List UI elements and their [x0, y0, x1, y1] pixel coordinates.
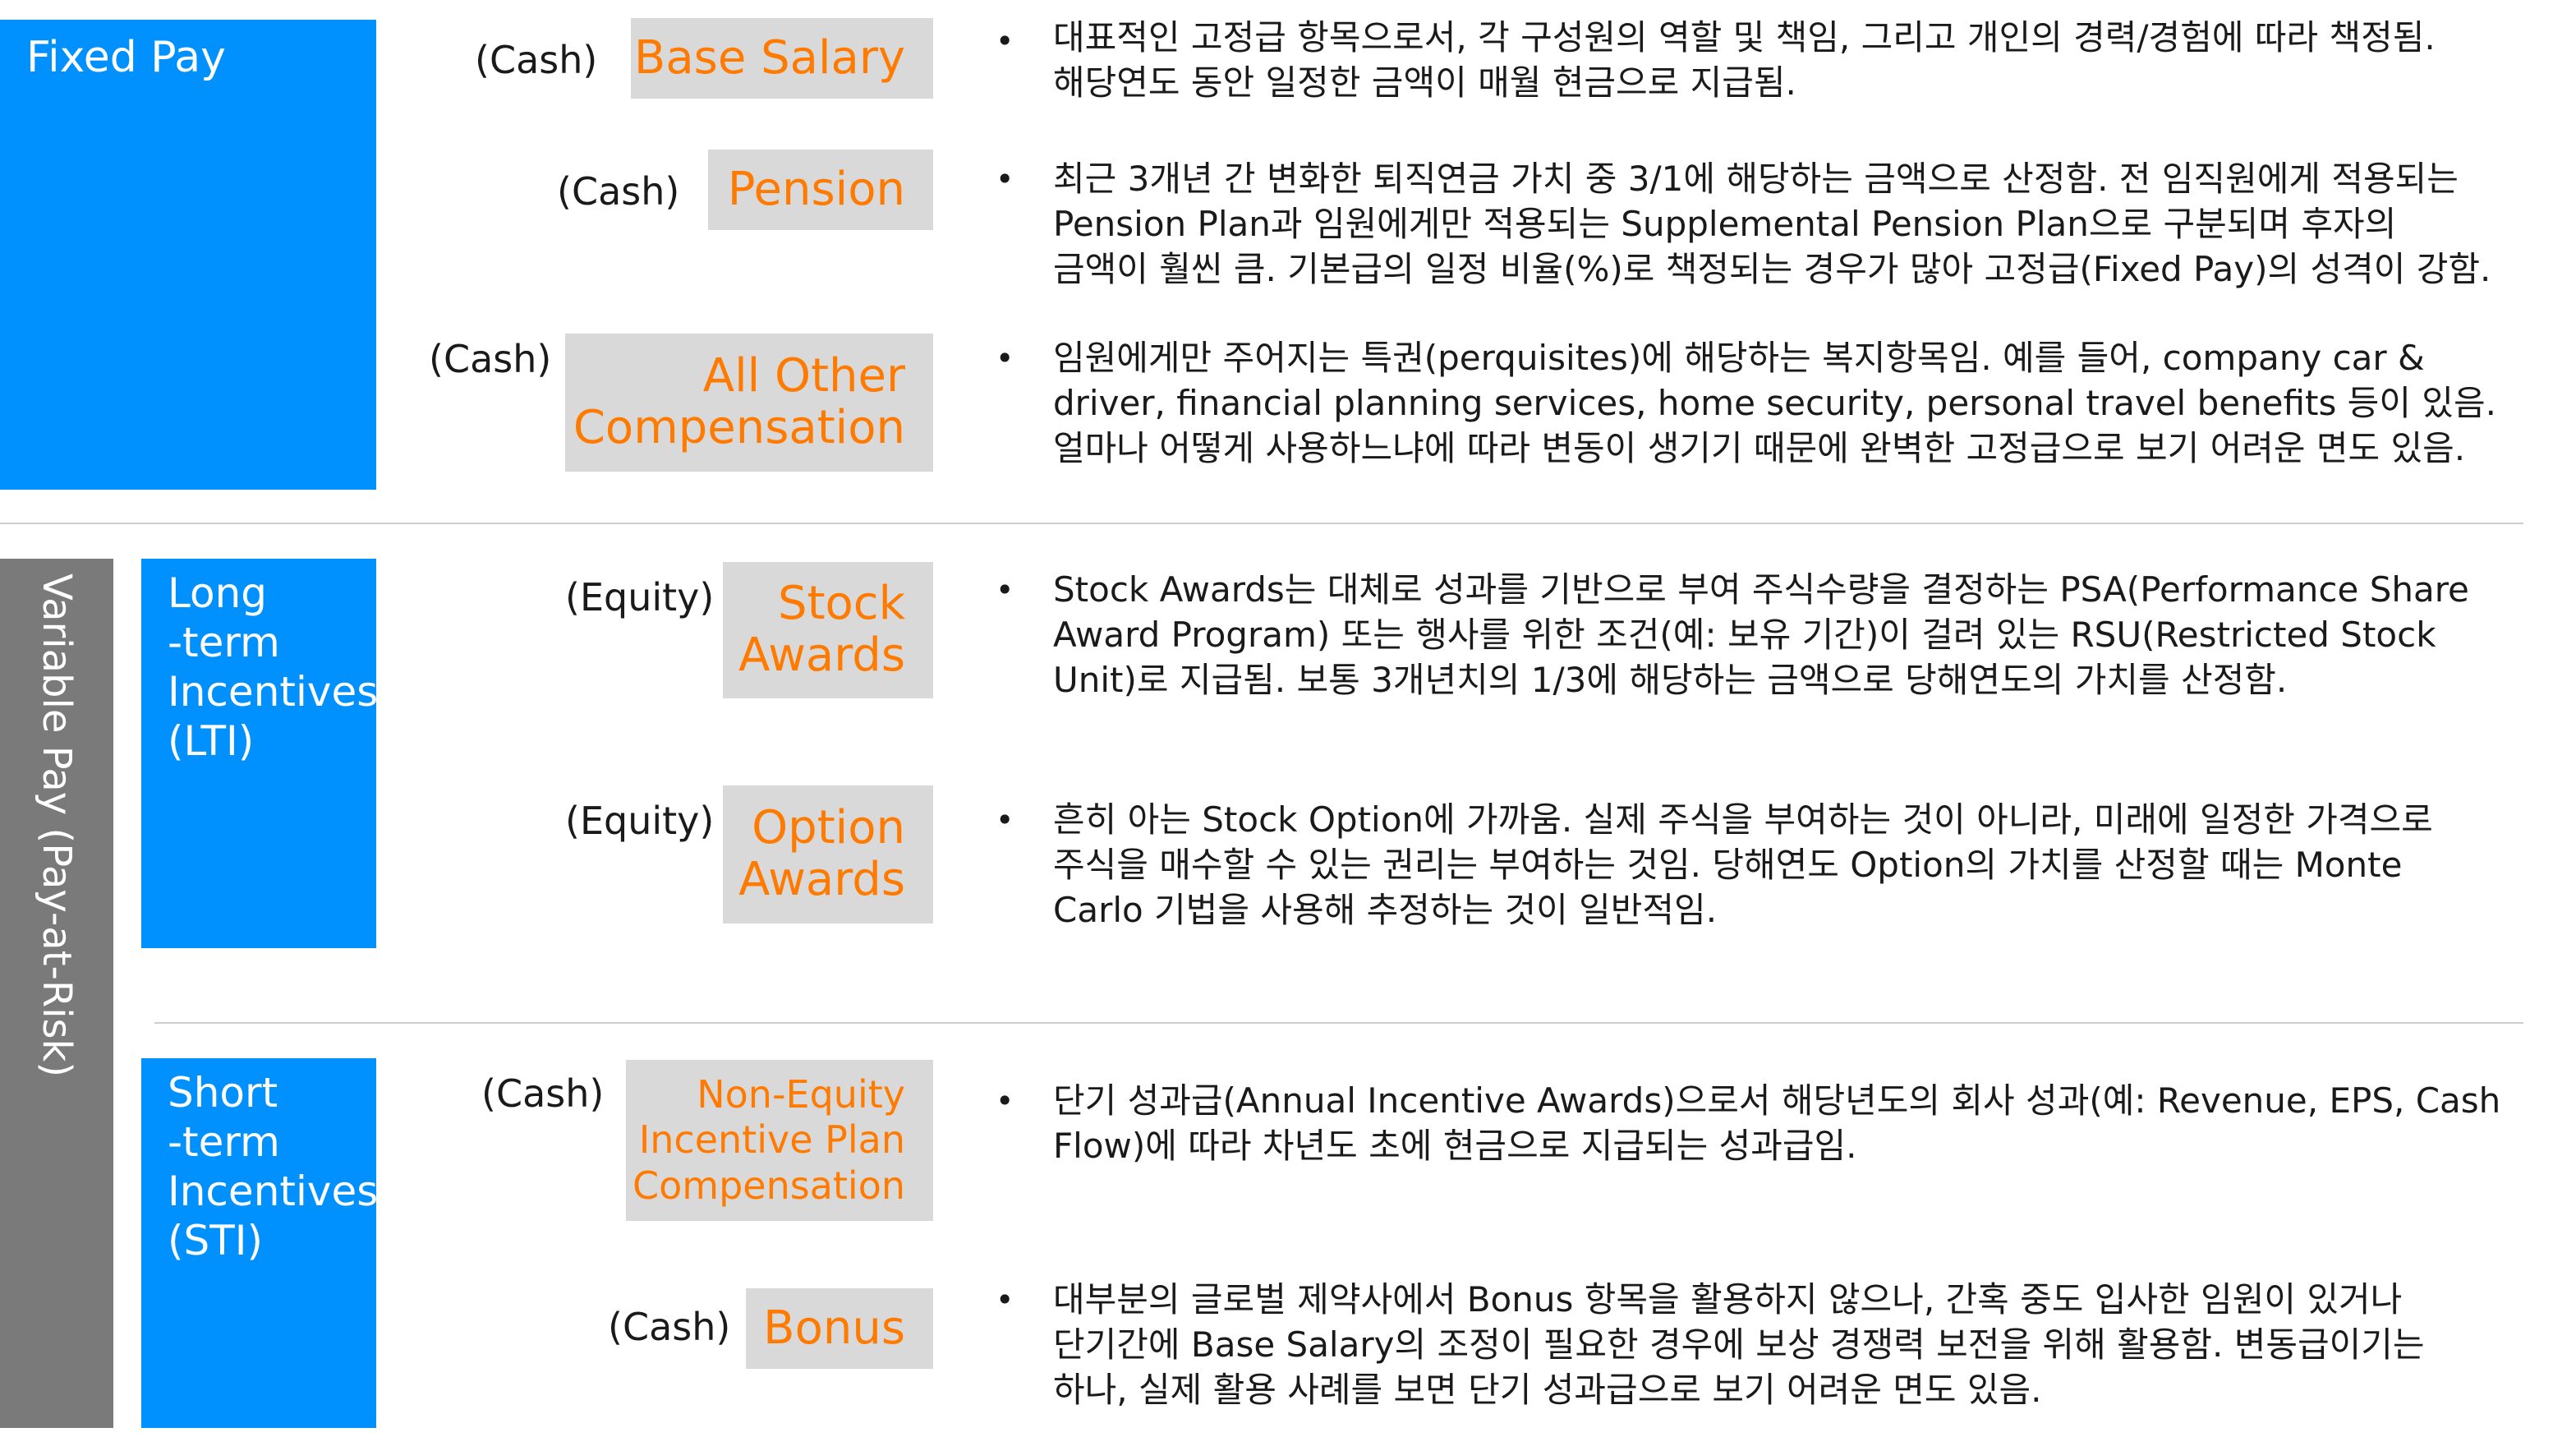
description-line: 대부분의 글로벌 제약사에서 Bonus 항목을 활용하지 않으나, 간혹 중도…	[1053, 1279, 2403, 1320]
description-line: 대표적인 고정급 항목으로서, 각 구성원의 역할 및 책임, 그리고 개인의 …	[1053, 17, 2436, 58]
description-line: Stock Awards는 대체로 성과를 기반으로 부여 주식수량을 결정하는…	[1053, 569, 2469, 610]
component-label: Compensation	[573, 401, 905, 454]
type-label-cash: (Cash)	[608, 1305, 731, 1349]
description-line: 주식을 매수할 수 있는 권리는 부여하는 것임. 당해연도 Option의 가…	[1053, 845, 2403, 885]
component-pension: Pension	[708, 150, 933, 230]
description-all-other-compensation: 임원에게만 주어지는 특권(perquisites)에 해당하는 복지항목임. …	[1053, 335, 2496, 471]
component-label: All Other	[702, 349, 905, 403]
fixed-pay-title: Fixed Pay	[26, 33, 226, 82]
component-stock-awards: Stock Awards	[723, 562, 933, 698]
type-label-equity: (Equity)	[565, 799, 715, 843]
variable-pay-block: Variable Pay (Pay-at-Risk)	[0, 559, 113, 1428]
type-label-cash: (Cash)	[429, 337, 552, 381]
bullet: •	[996, 802, 1014, 838]
lti-block: Long -term Incentives (LTI)	[141, 559, 379, 948]
lti-title-line: Long	[168, 569, 267, 617]
section-divider	[0, 523, 2523, 524]
sti-title-line: (STI)	[168, 1217, 264, 1264]
description-line: 최근 3개년 간 변화한 퇴직연금 가치 중 3/1에 해당하는 금액으로 산정…	[1053, 159, 2459, 199]
bullet: •	[996, 23, 1014, 59]
description-line: 해당연도 동안 일정한 금액이 매월 현금으로 지급됨.	[1053, 62, 1796, 103]
bullet: •	[996, 1282, 1014, 1318]
component-label: Awards	[738, 853, 905, 906]
component-bonus: Bonus	[746, 1288, 933, 1369]
component-label: Non-Equity	[697, 1072, 905, 1117]
type-label-equity: (Equity)	[565, 575, 715, 619]
type-label-cash: (Cash)	[481, 1071, 605, 1116]
lti-title-line: Incentives	[168, 668, 379, 716]
lti-title-line: (LTI)	[168, 717, 255, 765]
sti-title-line: Short	[168, 1069, 278, 1117]
description-pension: 최근 3개년 간 변화한 퇴직연금 가치 중 3/1에 해당하는 금액으로 산정…	[1053, 156, 2491, 292]
description-base-salary: 대표적인 고정급 항목으로서, 각 구성원의 역할 및 책임, 그리고 개인의 …	[1053, 15, 2436, 105]
description-line: driver, financial planning services, hom…	[1053, 383, 2496, 423]
component-label: Compensation	[632, 1163, 905, 1208]
description-line: 임원에게만 주어지는 특권(perquisites)에 해당하는 복지항목임. …	[1053, 338, 2425, 378]
description-line: Carlo 기법을 사용해 추정하는 것이 일반적임.	[1053, 890, 1718, 930]
description-non-equity-incentive-plan: 단기 성과급(Annual Incentive Awards)으로서 해당년도의…	[1053, 1078, 2500, 1168]
sti-title-line: -term	[168, 1118, 280, 1166]
component-label: Incentive Plan	[638, 1117, 905, 1163]
description-line: 흔히 아는 Stock Option에 가까움. 실제 주식을 부여하는 것이 …	[1053, 799, 2433, 840]
lti-title-line: -term	[168, 619, 280, 666]
component-label: Bonus	[763, 1301, 905, 1355]
component-label: Stock	[778, 577, 905, 631]
description-stock-awards: Stock Awards는 대체로 성과를 기반으로 부여 주식수량을 결정하는…	[1053, 567, 2469, 702]
type-label-cash: (Cash)	[557, 169, 680, 214]
description-line: Unit)로 지급됨. 보통 3개년치의 1/3에 해당하는 금액으로 당해연도…	[1053, 660, 2288, 700]
description-line: Pension Plan과 임원에게만 적용되는 Supplemental Pe…	[1053, 204, 2397, 244]
component-label: Awards	[738, 629, 905, 682]
description-line: 금액이 훨씬 큼. 기본급의 일정 비율(%)로 책정되는 경우가 많아 고정급…	[1053, 249, 2491, 289]
component-label: Option	[752, 801, 905, 855]
component-label: Base Salary	[633, 30, 905, 85]
component-all-other-compensation: All Other Compensation	[565, 334, 933, 472]
sti-block: Short -term Incentives (STI)	[141, 1058, 379, 1428]
description-option-awards: 흔히 아는 Stock Option에 가까움. 실제 주식을 부여하는 것이 …	[1053, 797, 2433, 933]
description-line: 단기간에 Base Salary의 조정이 필요한 경우에 보상 경쟁력 보전을…	[1053, 1324, 2425, 1365]
type-label-cash: (Cash)	[475, 38, 598, 82]
bullet: •	[996, 572, 1014, 608]
bullet: •	[996, 1083, 1014, 1119]
description-line: Flow)에 따라 차년도 초에 현금으로 지급되는 성과급임.	[1053, 1126, 1857, 1166]
description-line: 얼마나 어떻게 사용하느냐에 따라 변동이 생기기 때문에 완벽한 고정급으로 …	[1053, 428, 2466, 468]
variable-pay-title: Variable Pay (Pay-at-Risk)	[34, 573, 80, 1078]
subsection-divider	[154, 1022, 2523, 1024]
component-option-awards: Option Awards	[723, 785, 933, 923]
bullet: •	[996, 161, 1014, 197]
component-base-salary: Base Salary	[631, 18, 933, 99]
description-bonus: 대부분의 글로벌 제약사에서 Bonus 항목을 활용하지 않으나, 간혹 중도…	[1053, 1277, 2425, 1412]
description-line: 하나, 실제 활용 사례를 보면 단기 성과급으로 보기 어려운 면도 있음.	[1053, 1370, 2042, 1410]
description-line: 단기 성과급(Annual Incentive Awards)으로서 해당년도의…	[1053, 1080, 2501, 1121]
component-label: Pension	[727, 162, 905, 216]
sti-title-line: Incentives	[168, 1168, 379, 1215]
component-non-equity-incentive-plan: Non-Equity Incentive Plan Compensation	[626, 1060, 933, 1221]
fixed-pay-block: Fixed Pay	[0, 20, 376, 490]
bullet: •	[996, 340, 1014, 376]
description-line: Award Program) 또는 행사를 위한 조건(예: 보유 기간)이 걸…	[1053, 615, 2436, 655]
